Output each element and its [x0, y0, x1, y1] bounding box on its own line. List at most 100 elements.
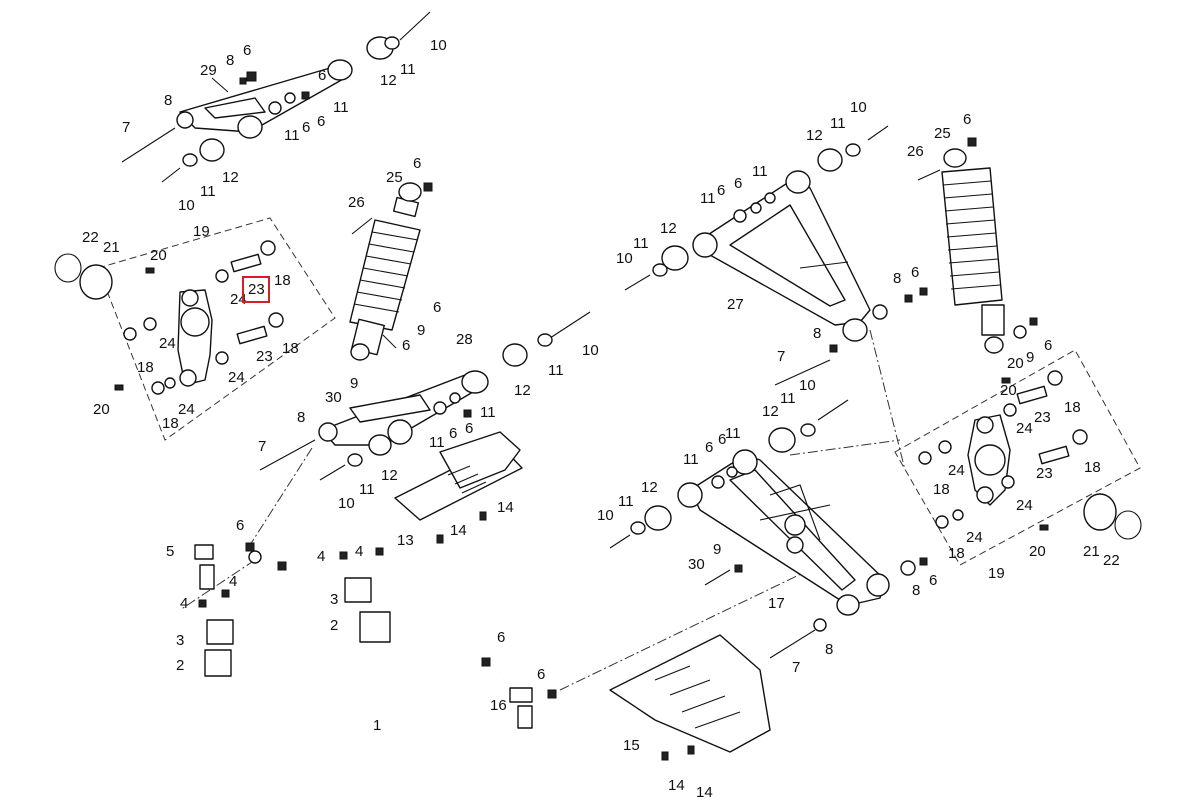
callout-6: 6 [302, 119, 310, 136]
callout-8: 8 [297, 409, 305, 426]
callout-20: 20 [1000, 382, 1017, 399]
callout-2: 2 [176, 657, 184, 674]
callout-30: 30 [325, 389, 342, 406]
callout-6: 6 [717, 182, 725, 199]
callout-11: 11 [725, 425, 741, 442]
callout-4: 4 [229, 573, 237, 590]
upper-a-arm-right [624, 125, 928, 386]
callout-6: 6 [497, 629, 505, 646]
skid-plate-right [609, 634, 771, 761]
callout-labels: 10 12 11 6 8 29 6 11 6 6 11 8 7 12 11 10… [82, 37, 1120, 800]
callout-14: 14 [696, 784, 713, 800]
callout-18: 18 [162, 415, 179, 432]
callout-11: 11 [780, 390, 796, 407]
callout-12: 12 [380, 72, 397, 89]
callout-13: 13 [397, 532, 414, 549]
callout-24: 24 [228, 369, 245, 386]
callout-12: 12 [381, 467, 398, 484]
callout-28: 28 [456, 331, 473, 348]
knuckle-assembly-right [918, 370, 1142, 540]
callout-18: 18 [948, 545, 965, 562]
callout-6: 6 [465, 420, 473, 437]
callout-22: 22 [82, 229, 99, 246]
callout-25: 25 [386, 169, 403, 186]
callout-1: 1 [373, 717, 381, 734]
callout-20: 20 [1029, 543, 1046, 560]
callout-17: 17 [768, 595, 785, 612]
callout-4: 4 [317, 548, 325, 565]
callout-6: 6 [705, 439, 713, 456]
knuckle-group-box-right [894, 349, 1141, 566]
callout-6: 6 [963, 111, 971, 128]
callout-12: 12 [762, 403, 779, 420]
callout-10: 10 [799, 377, 816, 394]
callout-6: 6 [413, 155, 421, 172]
callout-24: 24 [1016, 497, 1033, 514]
callout-19: 19 [193, 223, 210, 240]
callout-10: 10 [616, 250, 633, 267]
knuckle-assembly-left [54, 240, 284, 395]
callout-6: 6 [433, 299, 441, 316]
center-line-right [559, 329, 906, 691]
callout-11: 11 [700, 190, 716, 207]
callout-23: 23 [256, 348, 273, 365]
callout-6: 6 [929, 572, 937, 589]
skid-plate-left [394, 431, 523, 544]
callout-23: 23 [1034, 409, 1051, 426]
callout-2: 2 [330, 617, 338, 634]
callout-11: 11 [633, 235, 649, 252]
callout-3: 3 [176, 632, 184, 649]
shock-absorber-right [917, 137, 1038, 354]
callout-24: 24 [159, 335, 176, 352]
callout-11: 11 [429, 434, 445, 451]
callout-3: 3 [330, 591, 338, 608]
callout-14: 14 [668, 777, 685, 794]
callout-9: 9 [1026, 349, 1034, 366]
callout-5: 5 [166, 543, 174, 560]
callout-12: 12 [660, 220, 677, 237]
callout-18: 18 [1084, 459, 1101, 476]
callout-18: 18 [1064, 399, 1081, 416]
callout-11: 11 [200, 183, 216, 200]
upper-a-arm-left [121, 11, 431, 183]
callout-7: 7 [777, 348, 785, 365]
lower-a-arm-left [259, 311, 591, 481]
callout-7: 7 [258, 438, 266, 455]
callout-6: 6 [318, 67, 326, 84]
callout-10: 10 [178, 197, 195, 214]
callout-6: 6 [243, 42, 251, 59]
center-line-left [179, 447, 313, 611]
leader-lines [211, 77, 397, 349]
callout-4: 4 [180, 595, 188, 612]
callout-10: 10 [582, 342, 599, 359]
callout-6: 6 [402, 337, 410, 354]
callout-14: 14 [497, 499, 514, 516]
callout-24: 24 [966, 529, 983, 546]
callout-8: 8 [164, 92, 172, 109]
callout-7: 7 [792, 659, 800, 676]
callout-18: 18 [274, 272, 291, 289]
callout-9: 9 [350, 375, 358, 392]
callout-12: 12 [641, 479, 658, 496]
callout-8: 8 [825, 641, 833, 658]
callout-23: 23 [248, 281, 265, 298]
callout-26: 26 [907, 143, 924, 160]
callout-9: 9 [417, 322, 425, 339]
callout-12: 12 [222, 169, 239, 186]
callout-11: 11 [548, 362, 564, 379]
callout-21: 21 [1083, 543, 1100, 560]
stabilizer-bar [194, 542, 557, 729]
callout-24: 24 [178, 401, 195, 418]
callout-6: 6 [1044, 337, 1052, 354]
callout-24: 24 [230, 291, 247, 308]
callout-25: 25 [934, 125, 951, 142]
callout-16: 16 [490, 697, 507, 714]
knuckle-group-box-left [97, 217, 336, 441]
callout-8: 8 [813, 325, 821, 342]
callout-8: 8 [893, 270, 901, 287]
callout-10: 10 [597, 507, 614, 524]
callout-11: 11 [284, 127, 300, 144]
callout-11: 11 [752, 163, 768, 180]
callout-6: 6 [317, 113, 325, 130]
